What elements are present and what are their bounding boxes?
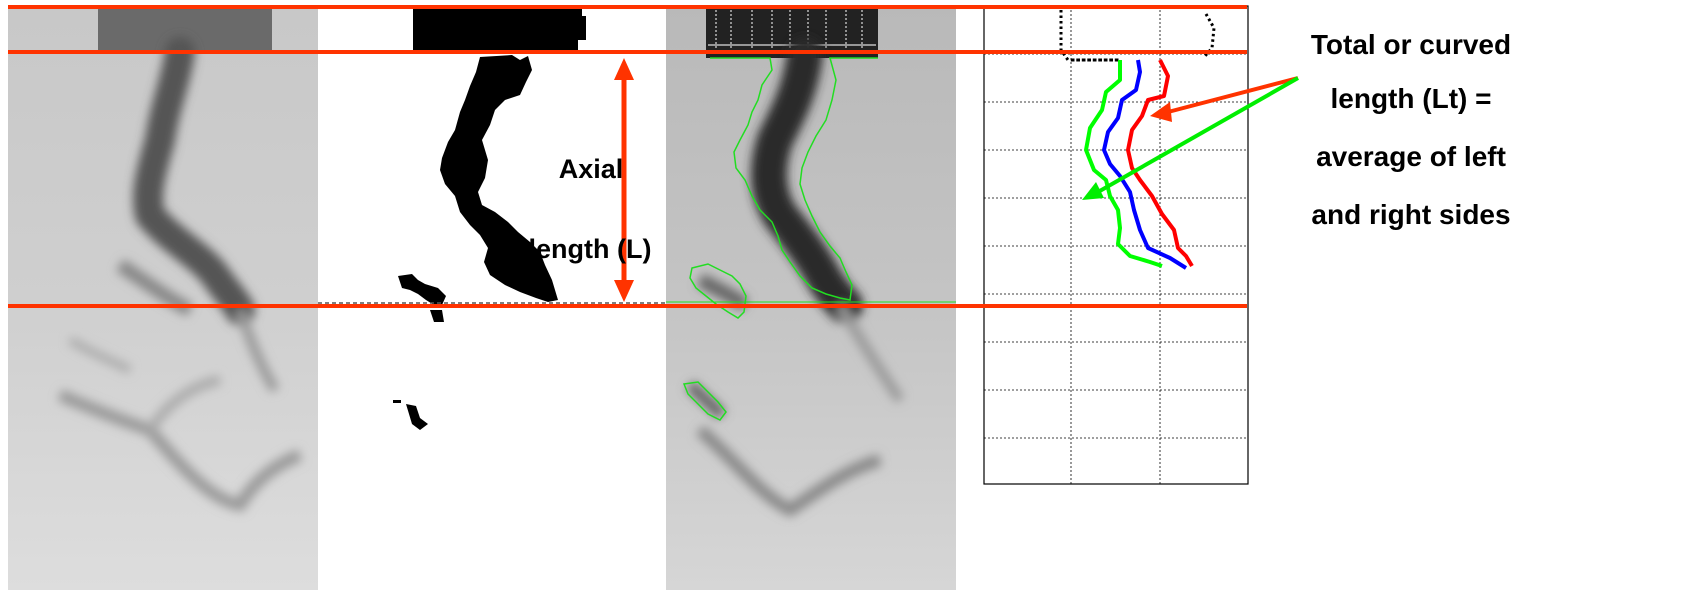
reference-lines (8, 5, 1247, 308)
red-pointer-head (1150, 102, 1172, 122)
green-pointer-head (1082, 182, 1104, 200)
overlay-image-panel (666, 6, 956, 590)
total-label-line3: average of left (1316, 141, 1506, 172)
binary-crack-region (440, 55, 558, 302)
overlay-lower-outline (682, 381, 727, 421)
overlay-secondary-outline (689, 263, 747, 319)
raw-image-panel (8, 6, 318, 590)
trace-plot-clip-outline (1059, 10, 1216, 62)
binary-fragment-lower (406, 404, 428, 430)
binary-secondary-region (398, 274, 446, 305)
trace-plot-panel (983, 5, 1249, 485)
trace-left-side (1084, 60, 1163, 268)
binary-fragment (430, 310, 444, 322)
binary-speck (393, 400, 401, 403)
axial-label-line1: Axial (559, 154, 624, 184)
binary-image-panel (318, 6, 666, 590)
trace-plot-gridlines (984, 6, 1248, 484)
green-pointer-line (1097, 76, 1299, 194)
axial-arrow-head-top (614, 58, 634, 80)
lt-pointer-arrows (1082, 76, 1299, 200)
axial-label-line2: length (L) (529, 234, 652, 264)
axial-length-arrow (614, 58, 634, 302)
total-label-line1: Total or curved (1311, 29, 1511, 60)
total-label-line4: and right sides (1311, 199, 1510, 230)
raw-image-crack (57, 37, 303, 512)
trace-plot-frame (983, 5, 1249, 485)
axial-arrow-head-bottom (614, 280, 634, 302)
overlay-crack-outline (710, 57, 878, 301)
trace-right-side (1126, 59, 1194, 268)
total-label-line2: length (Lt) = (1331, 83, 1492, 114)
overlay-crack-shading (685, 37, 905, 517)
red-pointer-line (1167, 76, 1299, 114)
binary-specimen-clip (413, 6, 586, 50)
trace-average (1102, 59, 1188, 270)
